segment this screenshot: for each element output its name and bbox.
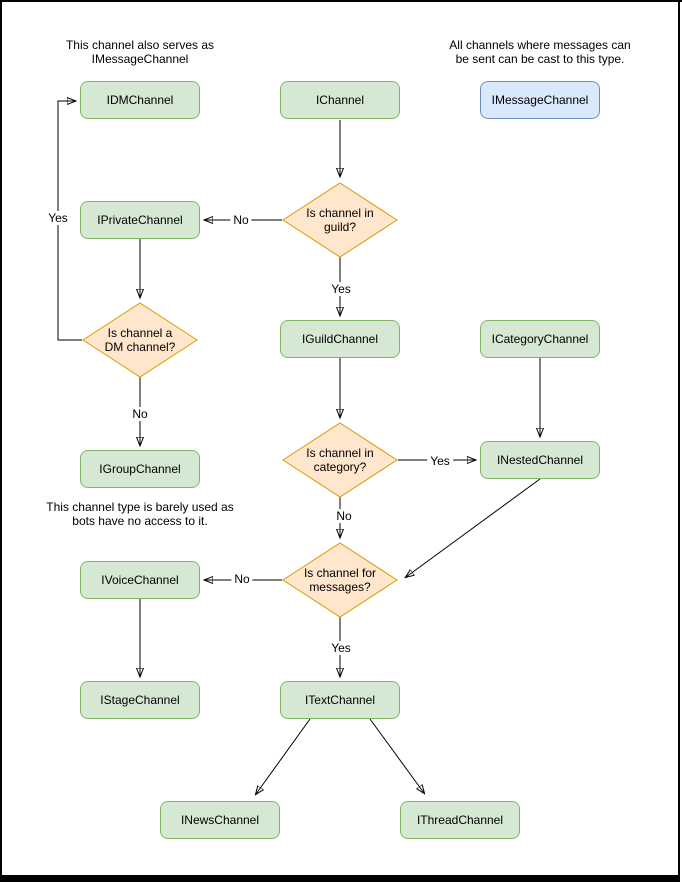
edge-itext-to-inews [256,718,311,794]
node-label: IDMChannel [106,93,174,107]
node-label: IThreadChannel [416,813,504,827]
node-label: IStageChannel [100,693,180,707]
node-ivoicechannel: IVoiceChannel [80,561,200,599]
node-idmchannel: IDMChannel [80,81,200,119]
frame-border-top [0,0,682,2]
node-label: ICategoryChannel [491,332,589,346]
frame-border-left [0,0,2,882]
decision-label: Is channel in guild? [306,206,374,234]
node-ichannel: IChannel [280,81,400,119]
decision-label: Is channel for messages? [303,566,377,594]
node-istagechannel: IStageChannel [80,681,200,719]
note-message-channel: All channels where messages can be sent … [425,38,655,66]
decision-is-channel-a-dm: Is channel a DM channel? [82,302,198,378]
node-label: IChannel [315,93,365,107]
edge-label-guild-yes: Yes [328,282,354,296]
diamond-shape [282,182,398,258]
node-inewschannel: INewsChannel [160,801,280,839]
diamond-shape [282,422,398,498]
edge-itext-to-ithread [369,718,424,793]
edge-inested-to-formessages [406,478,541,577]
note-line: bots have no access to it. [72,514,208,528]
node-imessagechannel: IMessageChannel [480,81,600,119]
diamond-shape [282,542,398,618]
note-line: This channel type is barely used as [46,500,234,514]
node-itextchannel: ITextChannel [280,681,400,719]
decision-label: Is channel in category? [306,446,374,474]
note-group-channel: This channel type is barely used as bots… [20,500,260,528]
note-line: This channel also serves as [65,38,215,52]
decision-label: Is channel a DM channel? [104,326,176,354]
node-label: IGroupChannel [99,462,181,476]
note-dm-channel: This channel also serves as IMessageChan… [30,38,250,66]
node-label: IMessageChannel [491,93,589,107]
node-iguildchannel: IGuildChannel [280,320,400,358]
node-icategorychannel: ICategoryChannel [480,320,600,358]
node-ithreadchannel: IThreadChannel [400,801,520,839]
node-label: IVoiceChannel [101,573,179,587]
edge-label-guild-no: No [230,213,252,227]
note-line: be sent can be cast to this type. [455,52,625,66]
edge-label-messages-yes: Yes [328,641,354,655]
edge-label-dm-yes: Yes [45,211,71,225]
decision-is-channel-in-category: Is channel in category? [282,422,398,498]
node-label: ITextChannel [304,693,376,707]
edge-label-dm-no: No [129,407,151,421]
node-label: INewsChannel [180,813,260,827]
node-igroupchannel: IGroupChannel [80,450,200,488]
frame-border-right [678,0,680,876]
frame-border-bottom [0,875,680,882]
edge-label-category-yes: Yes [427,454,453,468]
node-label: IPrivateChannel [97,213,183,227]
note-line: All channels where messages can [449,38,631,52]
note-line: IMessageChannel [91,52,189,66]
decision-is-channel-for-messages: Is channel for messages? [282,542,398,618]
node-label: INestedChannel [496,453,584,467]
edge-label-messages-no: No [231,572,253,586]
diamond-shape [82,302,198,378]
decision-is-channel-in-guild: Is channel in guild? [282,182,398,258]
node-iprivatechannel: IPrivateChannel [80,201,200,239]
node-inestedchannel: INestedChannel [480,441,600,479]
edge-label-category-no: No [333,509,355,523]
node-label: IGuildChannel [301,332,379,346]
